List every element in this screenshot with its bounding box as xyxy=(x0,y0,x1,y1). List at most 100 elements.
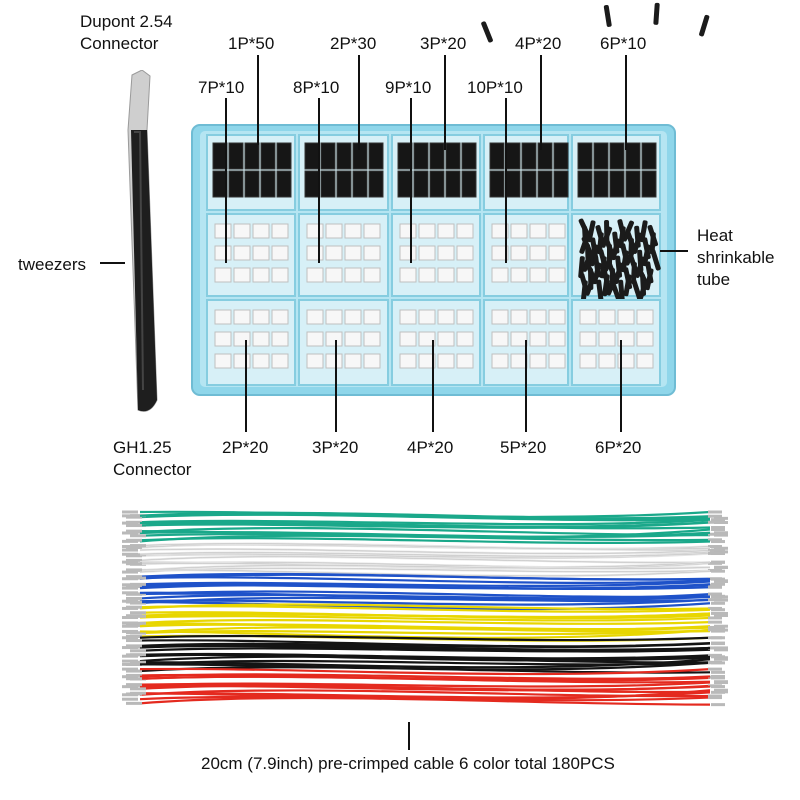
gh-housing xyxy=(510,245,528,261)
crimp-terminal-left xyxy=(122,629,138,633)
cable-wire xyxy=(139,572,711,581)
dupont-housing xyxy=(413,170,429,198)
crimp-terminal-right xyxy=(711,569,725,573)
crimp-terminal-right xyxy=(708,538,722,542)
dupont-housing xyxy=(276,170,292,198)
dupont-size-label: 10P*10 xyxy=(467,78,523,97)
crimp-terminal-left xyxy=(126,669,142,673)
gh-housing xyxy=(491,223,509,239)
dupont-housing xyxy=(641,170,657,198)
gh-housing xyxy=(510,267,528,283)
dupont-size-label: 2P*30 xyxy=(330,34,377,53)
gh-housing xyxy=(418,331,436,347)
dupont-housing xyxy=(445,142,461,170)
leader-line xyxy=(410,98,412,263)
crimp-terminal-right xyxy=(711,595,725,599)
leader-line xyxy=(318,98,320,263)
dupont-title-line2: Connector xyxy=(80,34,159,53)
gh-housing xyxy=(214,267,232,283)
cable-wire xyxy=(139,642,711,648)
crimp-terminal-right xyxy=(714,613,728,617)
gh-housing xyxy=(363,353,381,369)
crimp-terminal-left xyxy=(122,697,138,701)
gh-housing xyxy=(252,353,270,369)
gh-housing xyxy=(617,353,635,369)
heat-tube-label-line3: tube xyxy=(697,270,731,289)
cable-wire-edge xyxy=(139,569,711,577)
crimp-terminal-left xyxy=(126,562,142,566)
cable-wire-edge xyxy=(139,552,711,557)
gh-housing xyxy=(491,331,509,347)
gh-housing xyxy=(548,245,566,261)
crimp-terminal-right xyxy=(714,656,728,660)
dupont-housing xyxy=(625,170,641,198)
gh-housing xyxy=(437,331,455,347)
gh-size-label: 4P*20 xyxy=(407,438,454,457)
crimp-terminal-left xyxy=(122,685,138,689)
gh-housing xyxy=(344,245,362,261)
dupont-housing xyxy=(244,142,260,170)
dupont-housing xyxy=(260,142,276,170)
gh-housing xyxy=(344,353,362,369)
dupont-size-label: 4P*20 xyxy=(515,34,562,53)
crimp-terminal-left xyxy=(122,586,138,590)
heat-shrink-tube-piece xyxy=(580,280,588,303)
dupont-housing xyxy=(641,142,657,170)
gh-housing xyxy=(456,223,474,239)
cable-wire-edge xyxy=(139,543,711,550)
dupont-title-line1: Dupont 2.54 xyxy=(80,12,173,31)
cable-wire xyxy=(139,646,711,653)
gh-housing xyxy=(617,309,635,325)
dupont-housing xyxy=(521,142,537,170)
dupont-housing xyxy=(553,142,569,170)
dupont-housing xyxy=(521,170,537,198)
cable-wire xyxy=(139,619,711,625)
tweezers-label: tweezers xyxy=(18,255,87,274)
gh-housing xyxy=(491,245,509,261)
crimp-terminal-right xyxy=(711,601,725,605)
gh-housing xyxy=(252,309,270,325)
gh-housing xyxy=(233,223,251,239)
cable-wire xyxy=(139,675,711,681)
dupont-housing xyxy=(397,170,413,198)
gh-housing xyxy=(529,245,547,261)
cable-wire xyxy=(139,537,711,544)
cable-wire xyxy=(139,580,711,588)
crimp-terminal-left xyxy=(122,646,138,650)
crimp-terminal-right xyxy=(711,540,725,544)
gh-housing xyxy=(617,331,635,347)
crimp-terminal-left xyxy=(122,560,138,564)
heat-tube-label-line1: Heat xyxy=(697,226,733,245)
crimp-terminal-left xyxy=(126,701,142,705)
dupont-housing xyxy=(228,170,244,198)
crimp-terminal-right xyxy=(711,577,725,581)
dupont-size-label: 1P*50 xyxy=(228,34,275,53)
crimp-terminal-left xyxy=(122,548,138,552)
crimp-terminal-right xyxy=(714,550,728,554)
gh-housing xyxy=(529,223,547,239)
crimp-terminal-left xyxy=(130,582,146,586)
gh-housing xyxy=(579,309,597,325)
gh-housing xyxy=(579,331,597,347)
gh-housing xyxy=(636,353,654,369)
gh-housing xyxy=(271,353,289,369)
gh-housing xyxy=(344,309,362,325)
crimp-terminal-right xyxy=(711,518,725,522)
crimp-terminal-right xyxy=(711,690,725,694)
gh-housing xyxy=(399,353,417,369)
gh-housing xyxy=(344,331,362,347)
gh-housing xyxy=(233,309,251,325)
gh-housing xyxy=(344,223,362,239)
dupont-housing xyxy=(244,170,260,198)
gh-housing xyxy=(252,267,270,283)
crimp-terminal-right xyxy=(714,546,728,550)
cable-wire xyxy=(139,658,711,669)
gh-housing xyxy=(510,309,528,325)
cable-wire xyxy=(139,628,711,636)
gh-housing xyxy=(491,267,509,283)
leader-line xyxy=(335,340,337,432)
dupont-housing xyxy=(577,170,593,198)
gh-housing xyxy=(418,309,436,325)
crimp-terminal-left xyxy=(122,624,138,628)
dupont-housing xyxy=(320,142,336,170)
